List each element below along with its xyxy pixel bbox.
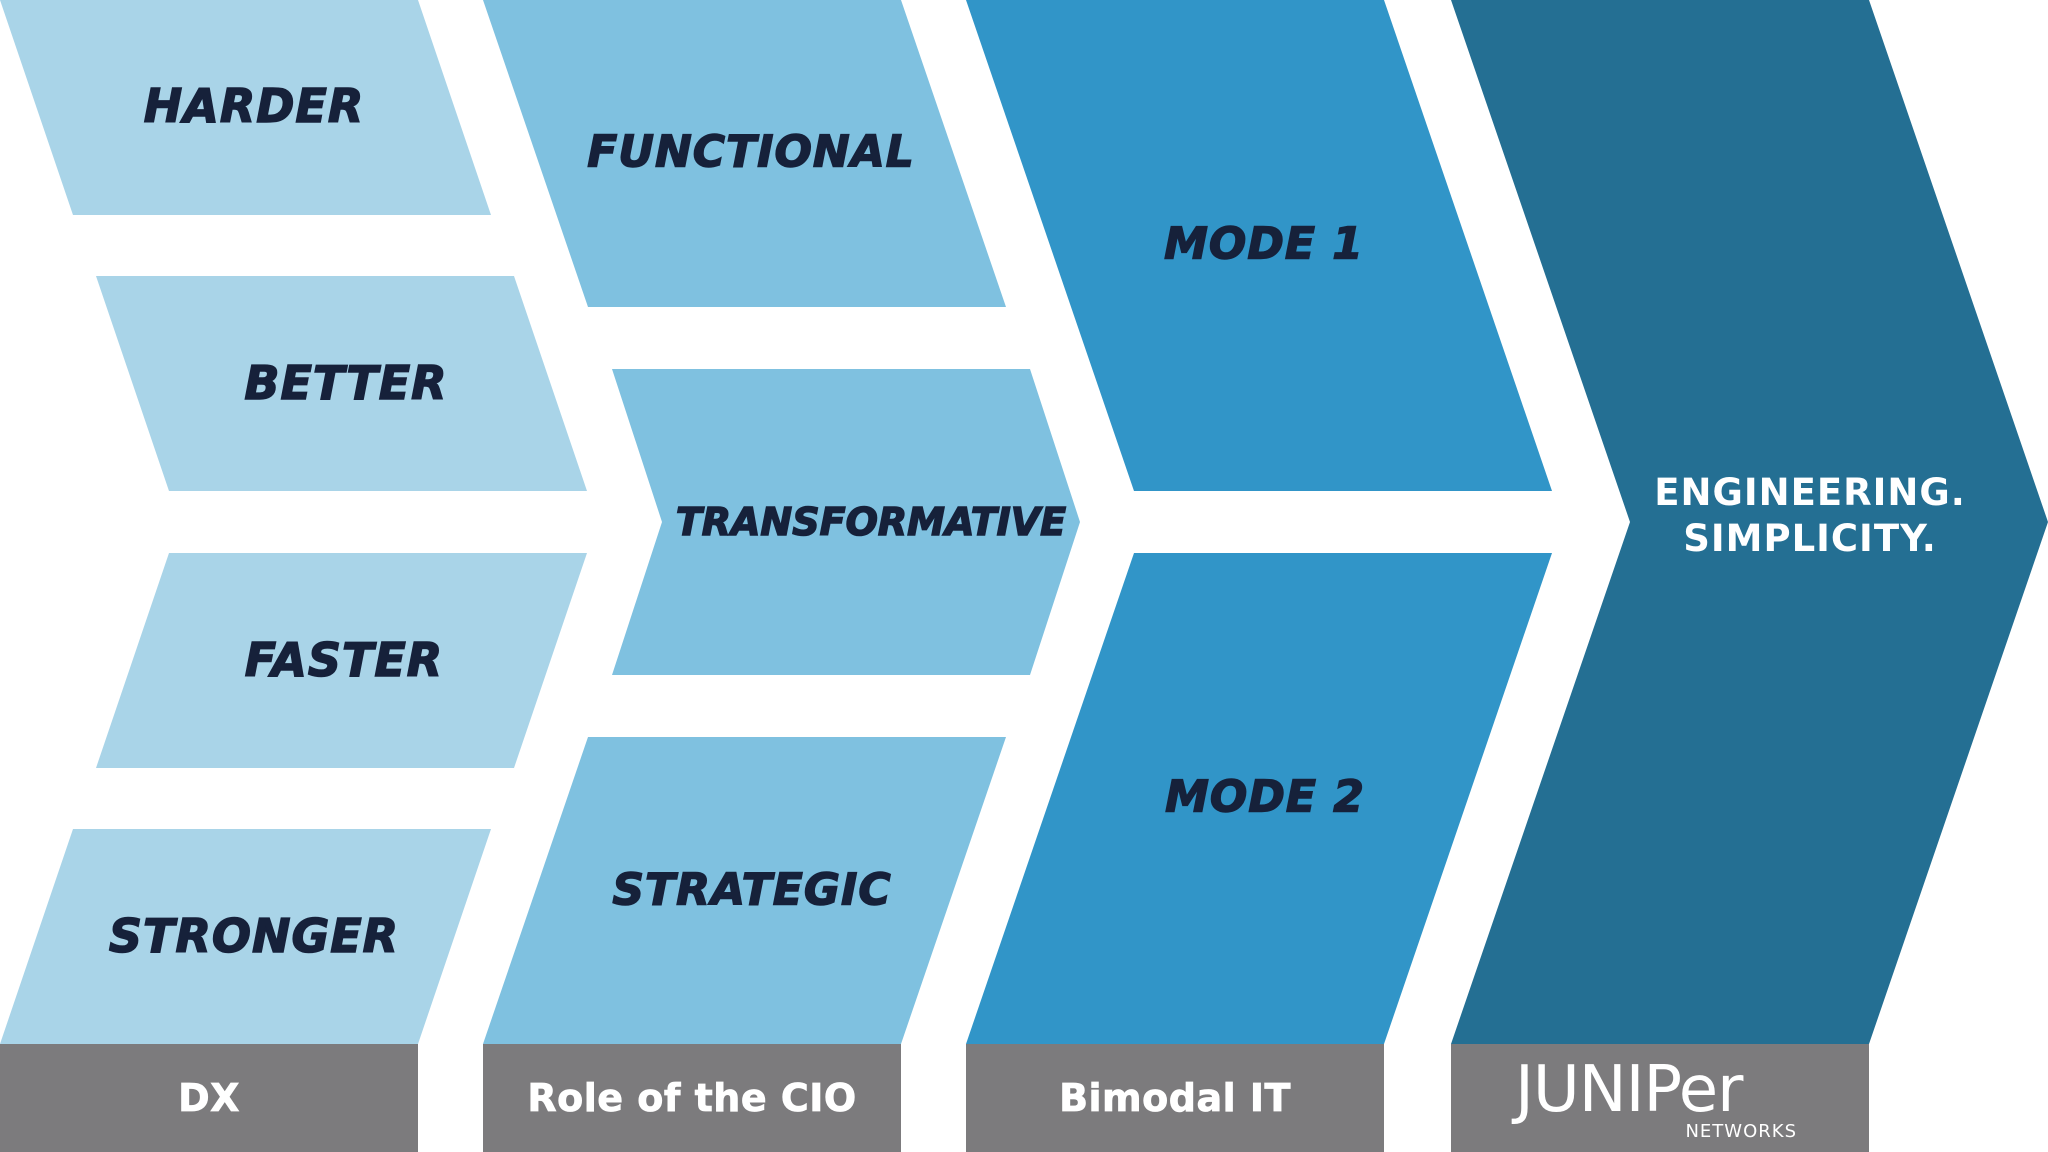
label-functional: FUNCTIONAL (586, 126, 915, 179)
footer-bimodal-it: Bimodal IT (966, 1044, 1384, 1152)
col3-segment-mode1 (966, 0, 1552, 491)
label-stronger: STRONGER (108, 908, 400, 964)
col2-segment-transformative (612, 369, 1080, 675)
footer-role-of-cio-label: Role of the CIO (527, 1076, 857, 1121)
label-mode1: MODE 1 (1163, 218, 1364, 271)
col1-segment-stronger (0, 829, 491, 1044)
col4-chevron (1451, 0, 2048, 1044)
label-better: BETTER (244, 355, 448, 411)
col1-segment-harder (0, 0, 491, 215)
label-strategic: STRATEGIC (612, 864, 892, 917)
label-harder: HARDER (143, 78, 365, 134)
label-mode2: MODE 2 (1164, 771, 1365, 824)
label-faster: FASTER (244, 632, 444, 688)
final-text-line-simplicity: SIMPLICITY. (1683, 517, 1937, 560)
footer-dx-label: DX (178, 1076, 240, 1121)
footer-juniper: JUNIPer NETWORKS (1451, 1044, 1869, 1152)
footer-role-of-cio: Role of the CIO (483, 1044, 901, 1152)
final-text-line-engineering: ENGINEERING. (1654, 471, 1966, 514)
footer-dx: DX (0, 1044, 418, 1152)
col3-segment-mode2 (966, 553, 1552, 1044)
col1-segment-faster (96, 553, 587, 768)
col2-segment-functional (483, 0, 1006, 307)
networks-wordmark: NETWORKS (1685, 1121, 1797, 1142)
juniper-networks-logo: JUNIPer NETWORKS (1515, 1053, 1805, 1143)
footer-bimodal-it-label: Bimodal IT (1059, 1076, 1291, 1121)
col2-segment-strategic (483, 737, 1006, 1044)
juniper-wordmark: JUNIPer (1515, 1053, 1743, 1127)
label-transformative: TRANSFORMATIVE (675, 499, 1067, 545)
col1-segment-better (96, 276, 587, 491)
final-chevron-text: ENGINEERING. SIMPLICITY. (1654, 470, 1966, 562)
